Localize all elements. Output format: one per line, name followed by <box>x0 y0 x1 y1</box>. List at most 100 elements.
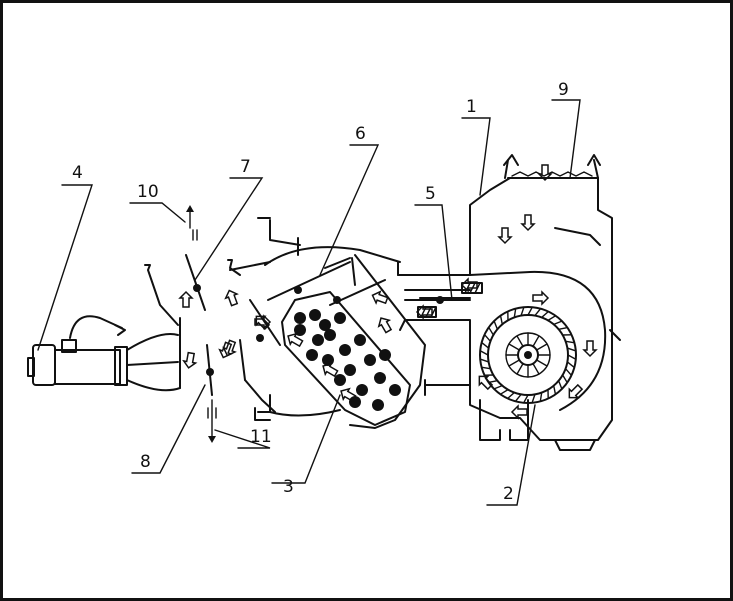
core-tube <box>354 334 366 346</box>
label-6: 6 <box>355 124 366 144</box>
core-tube <box>312 334 324 346</box>
wheel-blade <box>494 384 503 390</box>
core-tube <box>306 349 318 361</box>
flow-arrow <box>340 387 357 403</box>
wheel-blade <box>488 380 499 383</box>
wheel-blade <box>507 391 516 399</box>
wheel-blade <box>515 393 522 402</box>
wheel-blade <box>523 394 529 403</box>
airflow-arrows <box>178 164 598 420</box>
wheel-spoke <box>508 359 521 367</box>
duct-main <box>397 261 471 396</box>
part-labels: 1 2 3 4 5 6 7 8 9 10 11 <box>72 80 569 504</box>
flow-arrow <box>287 332 304 348</box>
wheel-blade <box>493 321 499 330</box>
flow-arrow <box>537 164 553 182</box>
flow-arrow <box>568 383 584 399</box>
label-3: 3 <box>283 477 294 497</box>
blower-housing <box>469 154 621 451</box>
flow-arrow <box>520 214 536 232</box>
flow-arrow <box>532 290 550 306</box>
core-tube <box>349 396 361 408</box>
wheel-blade <box>480 358 490 363</box>
label-8: 8 <box>140 452 151 472</box>
wheel-blade <box>553 320 562 326</box>
wheel-blade <box>561 374 568 383</box>
wheel-blade <box>557 380 563 389</box>
leader-lines <box>37 99 581 506</box>
core-tube <box>344 364 356 376</box>
wheel-blade <box>520 307 525 317</box>
flow-arrow <box>510 404 528 420</box>
core-tube <box>322 354 334 366</box>
core-tube <box>339 344 351 356</box>
flow-arrow <box>222 339 237 357</box>
wheel-spoke <box>532 335 540 348</box>
blower-wheel <box>479 306 577 404</box>
heater-core <box>281 291 411 426</box>
label-11: 11 <box>250 427 272 447</box>
core-tube <box>379 349 391 361</box>
flow-arrow <box>182 351 198 369</box>
wheel-blade <box>540 311 549 319</box>
flow-arrow <box>377 317 393 334</box>
label-9: 9 <box>558 80 569 100</box>
wheel-blade <box>481 366 492 370</box>
label-4: 4 <box>72 163 83 183</box>
core-tube <box>356 384 368 396</box>
wheel-blade <box>567 354 576 360</box>
flow-arrow <box>371 290 389 305</box>
wheel-spoke <box>532 362 540 375</box>
wheel-blade <box>566 361 575 368</box>
wheel-blade <box>557 327 568 330</box>
actuator-motor <box>27 315 181 392</box>
flow-arrow <box>322 362 339 378</box>
wheel-spoke <box>508 343 521 351</box>
core-tube <box>294 312 306 324</box>
wheel-blade <box>566 347 576 352</box>
vent-arrows <box>186 205 217 443</box>
flow-arrow <box>497 227 513 245</box>
wheel-blade <box>500 315 503 326</box>
flow-arrow <box>218 341 233 359</box>
core-tube <box>389 384 401 396</box>
core-tube <box>364 354 376 366</box>
wheel-blade <box>564 340 575 344</box>
wheel-blade <box>534 308 541 317</box>
wheel-blade <box>564 367 572 376</box>
wheel-blade <box>480 350 489 356</box>
label-7: 7 <box>240 157 251 177</box>
core-tube <box>334 312 346 324</box>
label-5: 5 <box>425 184 436 204</box>
wheel-blade <box>539 391 543 402</box>
core-tube <box>334 374 346 386</box>
hatched-dampers <box>417 282 483 318</box>
wheel-blade <box>553 384 556 395</box>
wheel-blade <box>488 327 495 336</box>
wheel-spoke <box>535 359 548 367</box>
wheel-blade <box>500 388 509 395</box>
filter-mesh <box>511 171 593 177</box>
core-tube <box>319 319 331 331</box>
core-tube <box>309 309 321 321</box>
flow-arrow <box>478 375 494 391</box>
core-tube <box>372 399 384 411</box>
wheel-blade <box>484 334 492 343</box>
flow-arrow <box>254 314 272 330</box>
wheel-blade <box>513 308 517 319</box>
wheel-spoke <box>516 362 524 375</box>
wheel-blade <box>531 393 536 403</box>
flow-arrow <box>224 289 239 307</box>
wheel-spoke <box>516 335 524 348</box>
core-tube <box>374 372 386 384</box>
mode-doors <box>144 254 471 396</box>
flow-arrow <box>582 340 598 358</box>
flow-arrow <box>178 290 194 308</box>
label-1: 1 <box>466 97 477 117</box>
wheel-blade <box>481 342 490 349</box>
core-tube <box>324 329 336 341</box>
wheel-spoke <box>535 343 548 351</box>
label-2: 2 <box>503 484 514 504</box>
